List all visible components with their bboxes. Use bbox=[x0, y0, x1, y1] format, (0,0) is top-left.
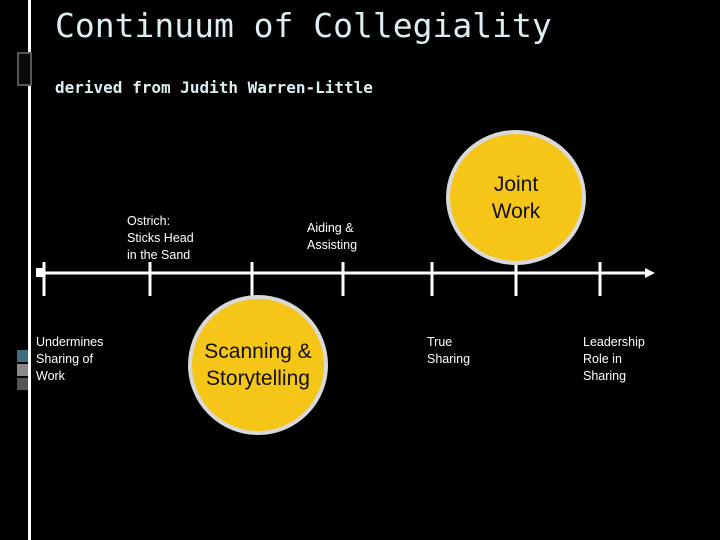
slide-left-border bbox=[28, 0, 31, 540]
label-ostrich: Ostrich: Sticks Head in the Sand bbox=[127, 214, 194, 262]
slide-subtitle: derived from Judith Warren-Little bbox=[55, 78, 373, 97]
label-aiding-assisting: Aiding & Assisting bbox=[307, 221, 358, 252]
decor-block-gray-2 bbox=[17, 364, 28, 376]
label-undermines: Undermines Sharing of Work bbox=[36, 335, 104, 383]
decor-block-dark bbox=[17, 52, 32, 86]
circle-joint-work-text: Joint Work bbox=[491, 172, 541, 223]
circle-scanning-storytelling: Scanning & Storytelling bbox=[188, 295, 328, 435]
circle-joint-work: Joint Work bbox=[446, 130, 586, 265]
line-start-marker bbox=[36, 268, 44, 277]
decor-block-gray-3 bbox=[17, 378, 28, 390]
label-leadership: Leadership Role in Sharing bbox=[583, 335, 645, 383]
arrow-head bbox=[645, 268, 655, 278]
label-true-sharing: True Sharing bbox=[427, 335, 471, 366]
slide-title: Continuum of Collegiality bbox=[55, 6, 552, 45]
decor-block-gray-1 bbox=[17, 350, 28, 362]
circle-scanning-text: Scanning & Storytelling bbox=[204, 340, 312, 390]
